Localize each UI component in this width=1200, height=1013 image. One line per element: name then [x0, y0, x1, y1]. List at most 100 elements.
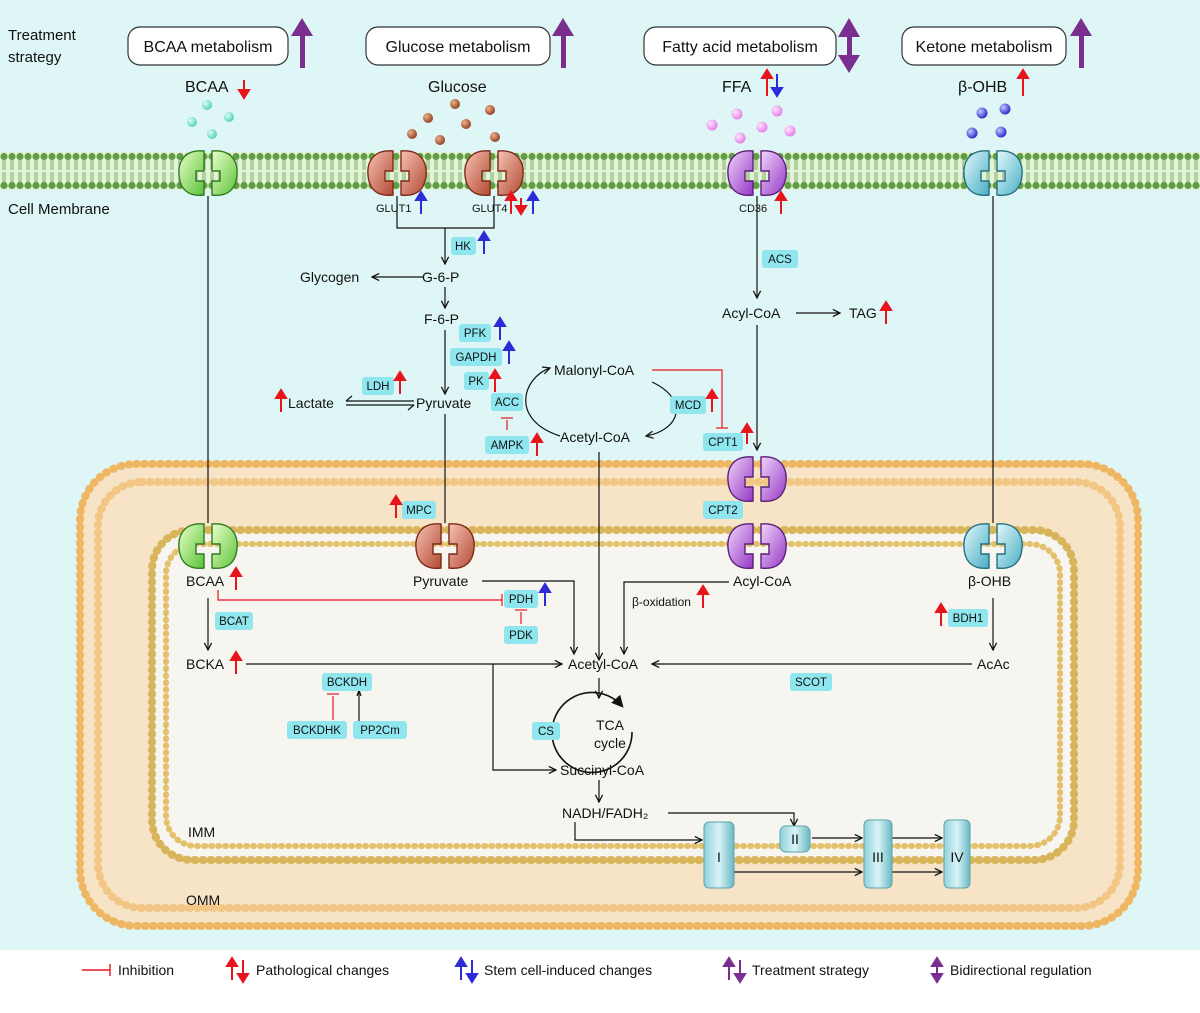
beta-oxidation-label: β-oxidation — [632, 595, 691, 609]
metabolite-tag: TAG — [849, 305, 877, 321]
up-arrow-icon — [274, 388, 288, 412]
legend-inhibition: Inhibition — [82, 962, 174, 978]
enzyme-mpc: MPC — [402, 501, 436, 519]
complex-ii-icon: II — [779, 825, 811, 853]
svg-text:BCAA metabolism: BCAA metabolism — [144, 39, 273, 56]
svg-text:PDK: PDK — [509, 630, 533, 642]
enzyme-gapdh: GAPDH — [450, 348, 502, 366]
metabolite-malonyl-coa: Malonyl-CoA — [554, 362, 635, 378]
up-arrow-icon — [530, 432, 544, 456]
up-arrow-icon — [414, 190, 428, 214]
complex-iv-icon: IV — [943, 819, 971, 889]
svg-text:HK: HK — [455, 241, 471, 253]
enzyme-ldh: LDH — [362, 377, 394, 395]
bcaa-molecules — [187, 100, 234, 139]
cd36-transporter-icon — [727, 150, 787, 196]
bcaa-transporter-icon — [178, 150, 238, 196]
enzyme-cs: CS — [532, 722, 560, 740]
strategy-ketone: Ketone metabolism — [901, 26, 1067, 66]
metabolite-acac: AcAc — [977, 656, 1010, 672]
treatment-up-arrow-icon — [291, 18, 313, 68]
cpt2-transporter-icon — [727, 523, 787, 569]
metabolite-bohb-mito: β-OHB — [968, 573, 1011, 589]
enzyme-pdh: PDH — [504, 590, 538, 608]
mito-bohb-transporter-icon — [963, 523, 1023, 569]
svg-text:SCOT: SCOT — [795, 677, 827, 689]
enzyme-ampk: AMPK — [485, 436, 529, 454]
metabolite-glycogen: Glycogen — [300, 269, 359, 285]
enzyme-bckdhk: BCKDHK — [287, 721, 347, 739]
legend-background — [0, 950, 1200, 1008]
up-arrow-icon — [526, 190, 540, 214]
svg-text:II: II — [791, 831, 799, 847]
complex-i-icon: I — [703, 821, 735, 889]
metabolite-pyruvate-mito: Pyruvate — [413, 573, 468, 589]
glut1-transporter-icon — [367, 150, 427, 196]
up-arrow-icon — [502, 340, 516, 364]
svg-text:BDH1: BDH1 — [953, 613, 984, 625]
metabolite-pyruvate-cyto: Pyruvate — [416, 395, 471, 411]
legend: Inhibition Pathological changes Stem cel… — [82, 956, 1092, 984]
enzyme-mcd: MCD — [670, 396, 706, 414]
legend-bidirectional: Bidirectional regulation — [930, 956, 1092, 984]
omm-label: OMM — [186, 892, 220, 908]
up-arrow-icon — [488, 368, 502, 392]
svg-text:PP2Cm: PP2Cm — [360, 725, 400, 737]
svg-text:ACS: ACS — [768, 254, 792, 266]
stem-cell-arrows-icon — [454, 956, 479, 984]
metabolite-acyl-coa-cyto: Acyl-CoA — [722, 305, 781, 321]
legend-treatment: Treatment strategy — [722, 956, 869, 984]
up-arrow-icon — [504, 190, 518, 214]
enzyme-pp2cm: PP2Cm — [353, 721, 407, 739]
enzyme-hk: HK — [451, 237, 476, 255]
tca-cycle-arrow — [551, 691, 633, 774]
metabolite-lactate: Lactate — [288, 395, 334, 411]
strategy-label-line2: strategy — [8, 49, 62, 66]
enzyme-pdk: PDK — [504, 626, 538, 644]
up-arrow-icon — [493, 316, 507, 340]
metabolite-acetyl-coa-mito: Acetyl-CoA — [568, 656, 639, 672]
bohb-molecules — [966, 103, 1011, 139]
enzyme-scot: SCOT — [790, 673, 832, 691]
svg-text:III: III — [872, 849, 884, 865]
strategy-label-line1: Treatment — [8, 27, 77, 44]
up-arrow-icon — [740, 422, 754, 444]
stem-cell-arrows — [414, 74, 784, 606]
enzyme-cpt2: CPT2 — [703, 501, 743, 519]
svg-text:CPT1: CPT1 — [708, 437, 737, 449]
pathological-arrows-icon — [225, 956, 250, 984]
svg-text:Stem cell-induced changes: Stem cell-induced changes — [484, 962, 652, 978]
enzyme-bcat: BCAT — [215, 612, 253, 630]
strategy-fatty-acid: Fatty acid metabolism — [643, 26, 837, 66]
up-arrow-icon — [229, 566, 243, 590]
svg-text:Treatment strategy: Treatment strategy — [752, 962, 869, 978]
enzyme-cpt1: CPT1 — [703, 433, 743, 451]
metabolite-bcaa-mito: BCAA — [186, 573, 225, 589]
svg-text:Pathological changes: Pathological changes — [256, 962, 389, 978]
svg-text:PFK: PFK — [464, 328, 487, 340]
svg-text:BCKDH: BCKDH — [327, 677, 367, 689]
svg-text:AMPK: AMPK — [491, 440, 524, 452]
mpc-transporter-icon — [415, 523, 475, 569]
strategy-glucose: Glucose metabolism — [365, 26, 551, 66]
substrate-ffa: FFA — [722, 79, 752, 96]
inhibition-icon — [82, 964, 111, 976]
enzyme-acc: ACC — [491, 393, 523, 411]
metabolite-labels: Glycogen G-6-P F-6-P Pyruvate Lactate Ma… — [186, 269, 1011, 821]
membrane-label: Cell Membrane — [8, 201, 110, 218]
down-arrow-icon — [770, 74, 784, 98]
bohb-transporter-icon — [963, 150, 1023, 196]
treatment-arrows-icon — [722, 956, 747, 984]
up-arrow-icon — [879, 300, 893, 324]
glut4-transporter-icon — [464, 150, 524, 196]
svg-text:PDH: PDH — [509, 594, 533, 606]
glut1-label: GLUT1 — [376, 203, 411, 215]
bidirectional-arrow-icon — [838, 18, 860, 73]
metabolite-nadh: NADH/FADH₂ — [562, 805, 648, 821]
svg-text:Inhibition: Inhibition — [118, 962, 174, 978]
svg-text:Fatty acid metabolism: Fatty acid metabolism — [662, 39, 818, 56]
svg-text:GAPDH: GAPDH — [456, 352, 497, 364]
imm-label: IMM — [188, 824, 215, 840]
metabolite-f6p: F-6-P — [424, 311, 459, 327]
